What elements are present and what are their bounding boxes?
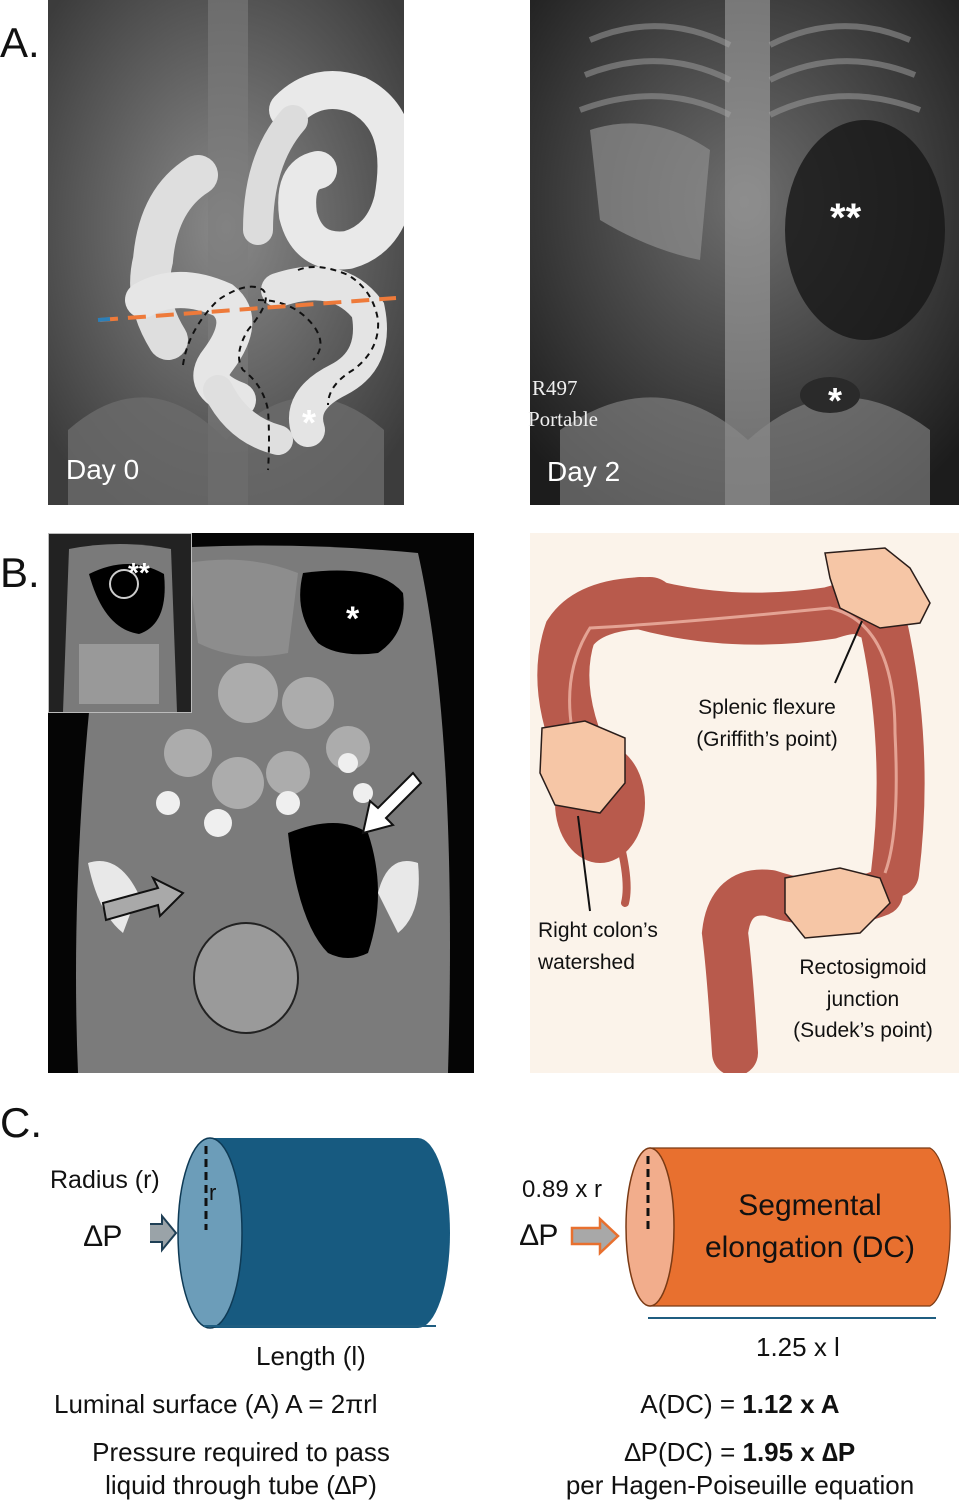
left-surface-formula: Luminal surface (A) A = 2πrl xyxy=(54,1389,378,1419)
panel-c-letter: C. xyxy=(0,1099,42,1146)
right-pressure-formula: ∆P(DC) = 1.95 x ∆P xyxy=(530,1437,950,1468)
right-tube-line1: Segmental xyxy=(738,1189,882,1222)
ct-inset-image xyxy=(48,533,192,713)
day2-double-asterisk: ** xyxy=(830,196,862,240)
right-colon-line2: watershed xyxy=(538,950,635,974)
right-pressure-prefix: ∆P(DC) = xyxy=(624,1437,743,1467)
film-text-line1: R497 xyxy=(532,376,578,400)
right-equation-note: per Hagen-Poiseuille equation xyxy=(565,1470,915,1500)
left-length-label: Length (l) xyxy=(256,1341,366,1371)
day2-label: Day 2 xyxy=(547,456,621,487)
rectosigmoid-label: Rectosigmoid junction (Sudek’s point) xyxy=(768,952,958,1047)
splenic-flexure-line1: Splenic flexure xyxy=(698,696,836,719)
right-tube-line2: elongation (DC) xyxy=(704,1231,916,1264)
rectosigmoid-line2: junction xyxy=(826,987,900,1011)
day2-asterisk: * xyxy=(828,380,843,421)
left-pressure-line1: Pressure required to pass xyxy=(92,1437,390,1467)
splenic-flexure-line2: (Griffith’s point) xyxy=(696,727,838,751)
normal-tube-diagram xyxy=(150,1137,450,1329)
right-colon-line1: Right colon’s xyxy=(538,919,658,942)
day0-label: Day 0 xyxy=(66,454,140,485)
right-length-label: 1.25 x l xyxy=(756,1332,840,1362)
xray-day2-image xyxy=(530,0,959,505)
colon-anatomy-illustration xyxy=(530,533,959,1073)
ct-coronal-image xyxy=(48,533,474,1073)
right-underline xyxy=(648,1317,936,1319)
left-underline xyxy=(204,1325,436,1327)
left-pressure-label: ∆P xyxy=(84,1220,123,1253)
rectosigmoid-line1: Rectosigmoid xyxy=(799,956,927,979)
right-colon-label: Right colon’s watershed xyxy=(538,915,678,978)
right-area-value: 1.12 x A xyxy=(742,1389,840,1419)
right-area-prefix: A(DC) = xyxy=(640,1389,743,1419)
film-text-line2: Portable xyxy=(528,407,598,431)
left-r-symbol: r xyxy=(209,1180,217,1205)
right-area-formula: A(DC) = 1.12 x A xyxy=(530,1389,950,1420)
ct-asterisk: * xyxy=(346,600,360,638)
right-pressure-label: ∆P xyxy=(520,1219,559,1252)
right-pressure-value: 1.95 x ∆P xyxy=(742,1437,856,1467)
day0-asterisk: * xyxy=(302,402,317,443)
panel-b-letter: B. xyxy=(0,549,40,596)
panel-a-letter: A. xyxy=(0,19,40,66)
right-radius-label: 0.89 x r xyxy=(522,1176,603,1203)
elongated-tube-diagram xyxy=(570,1147,951,1307)
xray-day0-image xyxy=(48,0,404,505)
left-pressure-line2: liquid through tube (∆P) xyxy=(105,1470,377,1500)
splenic-flexure-label: Splenic flexure (Griffith’s point) xyxy=(672,692,862,755)
rectosigmoid-line3: (Sudek’s point) xyxy=(793,1019,933,1042)
left-radius-label: Radius (r) xyxy=(50,1166,160,1194)
ct-inset-double-asterisk: ** xyxy=(128,557,150,588)
